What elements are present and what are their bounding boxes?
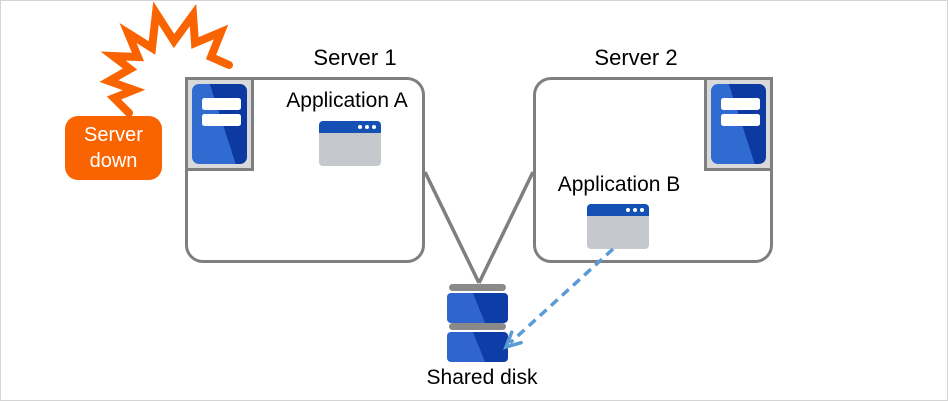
server2-box [533, 77, 773, 263]
server-tower-icon [192, 84, 247, 164]
app-window-body [319, 133, 381, 166]
application-b-label: Application B [557, 173, 681, 196]
server-down-line2: down [89, 150, 138, 172]
server2-tower-icon [704, 77, 773, 171]
server2-title: Server 2 [594, 45, 678, 70]
server1-title: Server 1 [313, 45, 397, 70]
app-window-body [587, 216, 649, 249]
server-down-line1: Server [84, 124, 143, 146]
shared-disk-icon [447, 284, 508, 363]
server1-tower-icon [185, 77, 254, 171]
application-b-icon [587, 204, 649, 249]
application-a-label: Application A [286, 89, 408, 112]
app-window-titlebar [319, 121, 381, 133]
app-window-titlebar [587, 204, 649, 216]
window-dots-icon [626, 208, 644, 212]
appb-disk-arrow [503, 247, 615, 350]
server-tower-icon [711, 84, 766, 164]
server2-disk-connector [477, 171, 535, 284]
server1-disk-connector [423, 171, 481, 284]
application-a-icon [319, 121, 381, 166]
window-dots-icon [358, 125, 376, 129]
server-down-badge: Server down [65, 116, 162, 180]
shared-disk-label: Shared disk [426, 366, 538, 389]
